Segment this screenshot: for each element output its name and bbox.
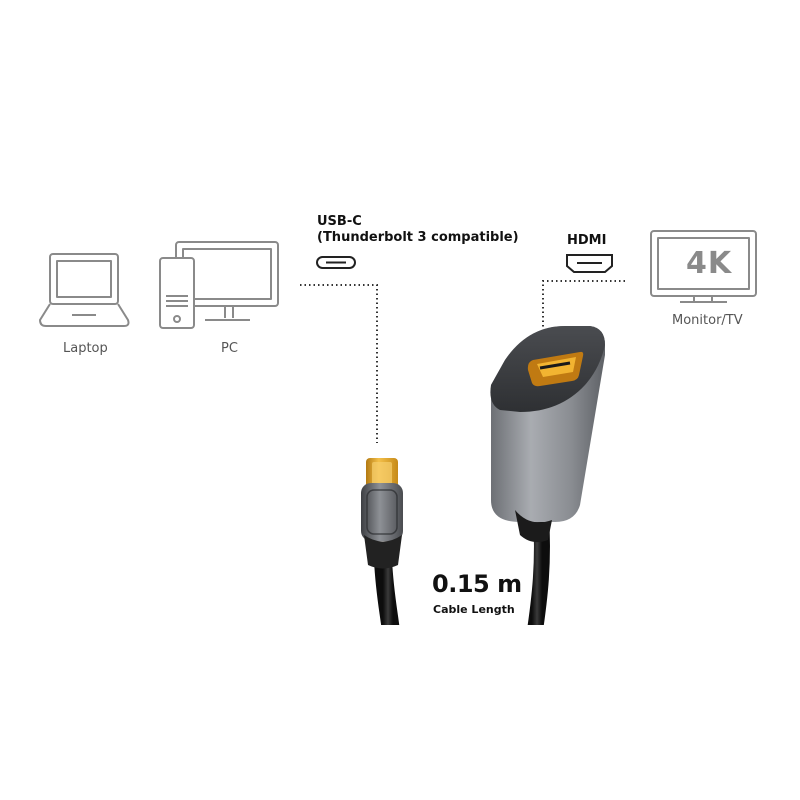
- dotted-leader-lines: [300, 280, 627, 443]
- laptop-label: Laptop: [63, 341, 108, 356]
- monitor-icon: [650, 230, 757, 303]
- usb-c-title: USB-C: [317, 214, 362, 229]
- usb-c-port-icon: [316, 256, 356, 269]
- desktop-pc-icon: [159, 241, 279, 329]
- usb-c-plug: [361, 458, 403, 569]
- monitor-label: Monitor/TV: [672, 313, 743, 328]
- pc-label: PC: [221, 341, 238, 356]
- cable-length-caption: Cable Length: [433, 603, 515, 616]
- cable-length-value: 0.15 m: [432, 570, 522, 598]
- hdmi-adapter-body: [490, 326, 605, 543]
- hdmi-title: HDMI: [567, 233, 607, 248]
- laptop-icon: [39, 253, 130, 327]
- usb-c-subtitle: (Thunderbolt 3 compatible): [317, 230, 519, 245]
- hdmi-port-icon: [566, 254, 613, 273]
- monitor-screen-text: 4K: [686, 246, 733, 281]
